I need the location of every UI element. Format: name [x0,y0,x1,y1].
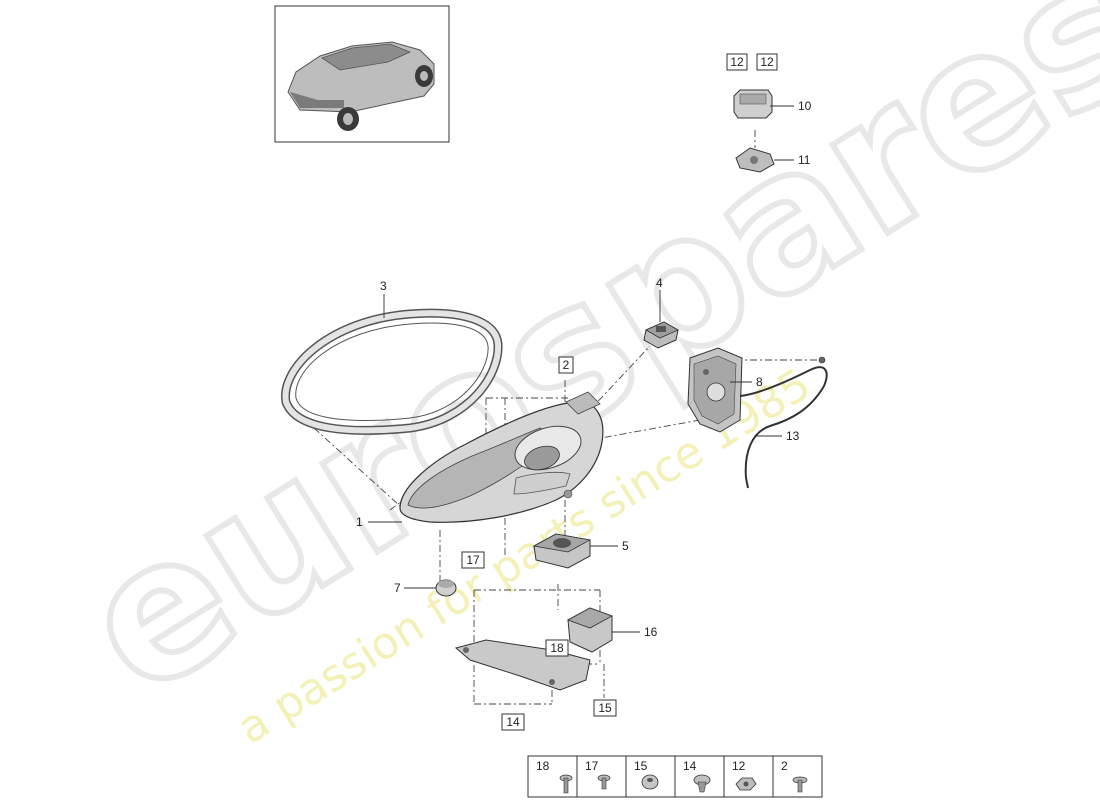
legend-cell-15[interactable]: 15 [634,759,659,790]
boxed-ref-2: 2 [558,356,574,374]
svg-text:17: 17 [585,759,599,773]
boxed-ref-14: 14 [501,713,525,731]
svg-text:12: 12 [760,55,774,69]
headlight-housing[interactable] [399,391,604,523]
fastener-legend: 18 17 15 14 [527,755,823,798]
rear-cover[interactable] [687,347,743,433]
vehicle-thumbnail [274,5,450,143]
callout-11: 11 [798,153,811,167]
cover-cap[interactable] [435,579,457,597]
svg-text:18: 18 [536,759,550,773]
boxed-ref-12-left: 12 [726,53,748,71]
grommet-icon [641,774,659,790]
legend-cell-14[interactable]: 14 [683,759,711,793]
boxed-ref-17: 17 [461,551,485,569]
callout-4: 4 [656,276,663,290]
legend-cell-18[interactable]: 18 [536,759,573,794]
callout-8: 8 [756,375,763,389]
svg-text:2: 2 [563,358,570,372]
support-bracket[interactable] [567,607,613,653]
svg-text:15: 15 [598,701,612,715]
boxed-ref-12-right: 12 [756,53,778,71]
led-module[interactable] [532,533,592,569]
boxed-ref-18: 18 [545,639,569,657]
nut-icon [735,777,757,791]
mounting-plate[interactable] [735,147,775,173]
callout-16: 16 [644,625,658,639]
callout-5: 5 [622,539,629,553]
callout-10: 10 [798,99,812,113]
callout-3: 3 [380,279,387,293]
legend-cell-12[interactable]: 12 [732,759,757,791]
svg-text:12: 12 [730,55,744,69]
control-module-small[interactable] [643,321,679,349]
svg-text:12: 12 [732,759,746,773]
callout-13: 13 [786,429,800,443]
svg-text:14: 14 [506,715,520,729]
legend-cell-17[interactable]: 17 [585,759,611,790]
svg-text:18: 18 [550,641,564,655]
svg-text:17: 17 [466,553,480,567]
suv-icon [287,41,435,131]
leader-lines [368,105,794,633]
legend-cell-2[interactable]: 2 [781,759,808,793]
screw-short-icon [597,774,611,790]
led-control-unit[interactable] [733,89,773,119]
expanding-rivet-icon [693,774,711,793]
wiring-harness[interactable] [739,356,828,489]
callouts: 3 4 1 5 7 8 10 11 13 16 [356,99,812,639]
callout-7: 7 [394,581,401,595]
headlight-bezel-frame[interactable] [281,308,503,435]
boxed-ref-15: 15 [593,699,617,717]
svg-text:14: 14 [683,759,697,773]
callout-1: 1 [356,515,363,529]
lower-mounting-bracket[interactable] [454,639,591,691]
svg-text:2: 2 [781,759,788,773]
flange-screw-icon [792,776,808,793]
boxed-references: 12 12 2 17 18 15 14 [461,53,778,731]
svg-text:15: 15 [634,759,648,773]
screw-long-icon [559,774,573,794]
